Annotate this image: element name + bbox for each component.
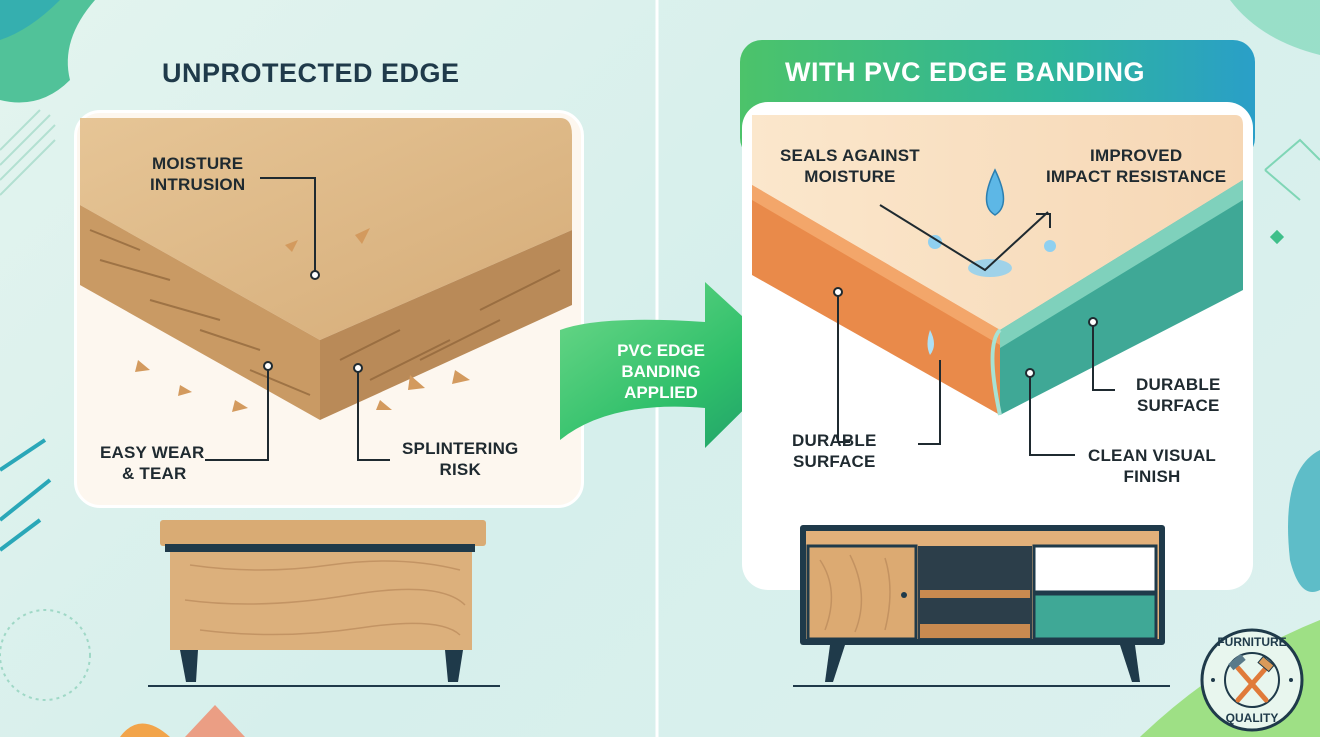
label-line: SPLINTERING	[402, 439, 519, 458]
arrow-label: PVC EDGE BANDING APPLIED	[596, 340, 726, 403]
label-line: MOISTURE	[151, 154, 244, 173]
label-easy-wear: EASY WEAR & TEAR	[100, 442, 204, 484]
label-line: EASY WEAR	[100, 443, 205, 462]
label-line: CLEAN VISUAL	[1088, 446, 1217, 465]
label-line: & TEAR	[122, 464, 187, 483]
badge-bottom-text: QUALITY	[1226, 711, 1279, 725]
badge-top-text: FURNITURE	[1217, 635, 1286, 649]
label-line: INTRUSION	[150, 175, 246, 194]
left-title: UNPROTECTED EDGE	[162, 58, 460, 88]
crossed-hammers-icon	[1228, 653, 1275, 703]
label-durable-surface-left: DURABLE SURFACE	[792, 430, 877, 472]
label-clean-visual-finish: CLEAN VISUAL FINISH	[1088, 445, 1216, 487]
label-line: IMPROVED	[1090, 146, 1183, 165]
label-line: SURFACE	[792, 452, 876, 471]
arrow-label-line: APPLIED	[624, 383, 698, 402]
label-line: RISK	[439, 460, 481, 479]
label-line: FINISH	[1123, 467, 1181, 486]
label-line: DURABLE	[792, 431, 877, 450]
label-line: SURFACE	[1136, 396, 1220, 415]
label-line: DURABLE	[1136, 375, 1221, 394]
arrow-label-line: PVC EDGE	[617, 341, 705, 360]
label-line: MOISTURE	[804, 167, 896, 186]
label-durable-surface-right: DURABLE SURFACE	[1136, 374, 1221, 416]
label-moisture-intrusion: MOISTURE INTRUSION	[150, 153, 245, 195]
label-splintering-risk: SPLINTERING RISK	[402, 438, 519, 480]
label-improved-impact-resistance: IMPROVED IMPACT RESISTANCE	[1046, 145, 1226, 187]
label-seals-against-moisture: SEALS AGAINST MOISTURE	[780, 145, 920, 187]
label-line: SEALS AGAINST	[780, 146, 920, 165]
label-line: IMPACT RESISTANCE	[1046, 167, 1227, 186]
right-title: WITH PVC EDGE BANDING	[785, 57, 1146, 87]
arrow-label-line: BANDING	[621, 362, 701, 381]
